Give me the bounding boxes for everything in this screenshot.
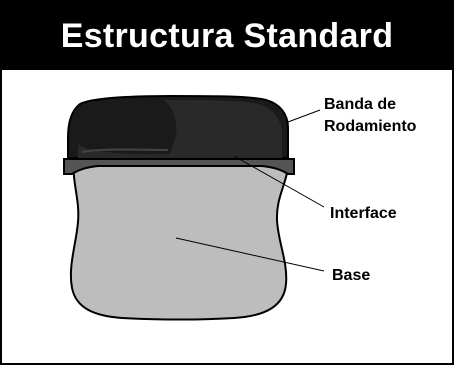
base-label: Base xyxy=(332,267,370,284)
tread-leader-line xyxy=(287,109,321,123)
tread-label-line2: Rodamiento xyxy=(324,118,417,135)
tire-structure-diagram: Banda de Rodamiento Interface Base xyxy=(63,94,417,321)
page-title: Estructura Standard xyxy=(2,2,452,70)
tread-label-line1: Banda de xyxy=(324,96,396,113)
base-leader-line xyxy=(175,237,325,272)
interface-leader-line xyxy=(233,155,325,208)
tread-highlight xyxy=(78,100,282,158)
interface-label: Interface xyxy=(330,205,397,222)
interface-band xyxy=(63,158,295,175)
base-shape xyxy=(69,162,290,321)
tread-curve xyxy=(81,148,169,153)
